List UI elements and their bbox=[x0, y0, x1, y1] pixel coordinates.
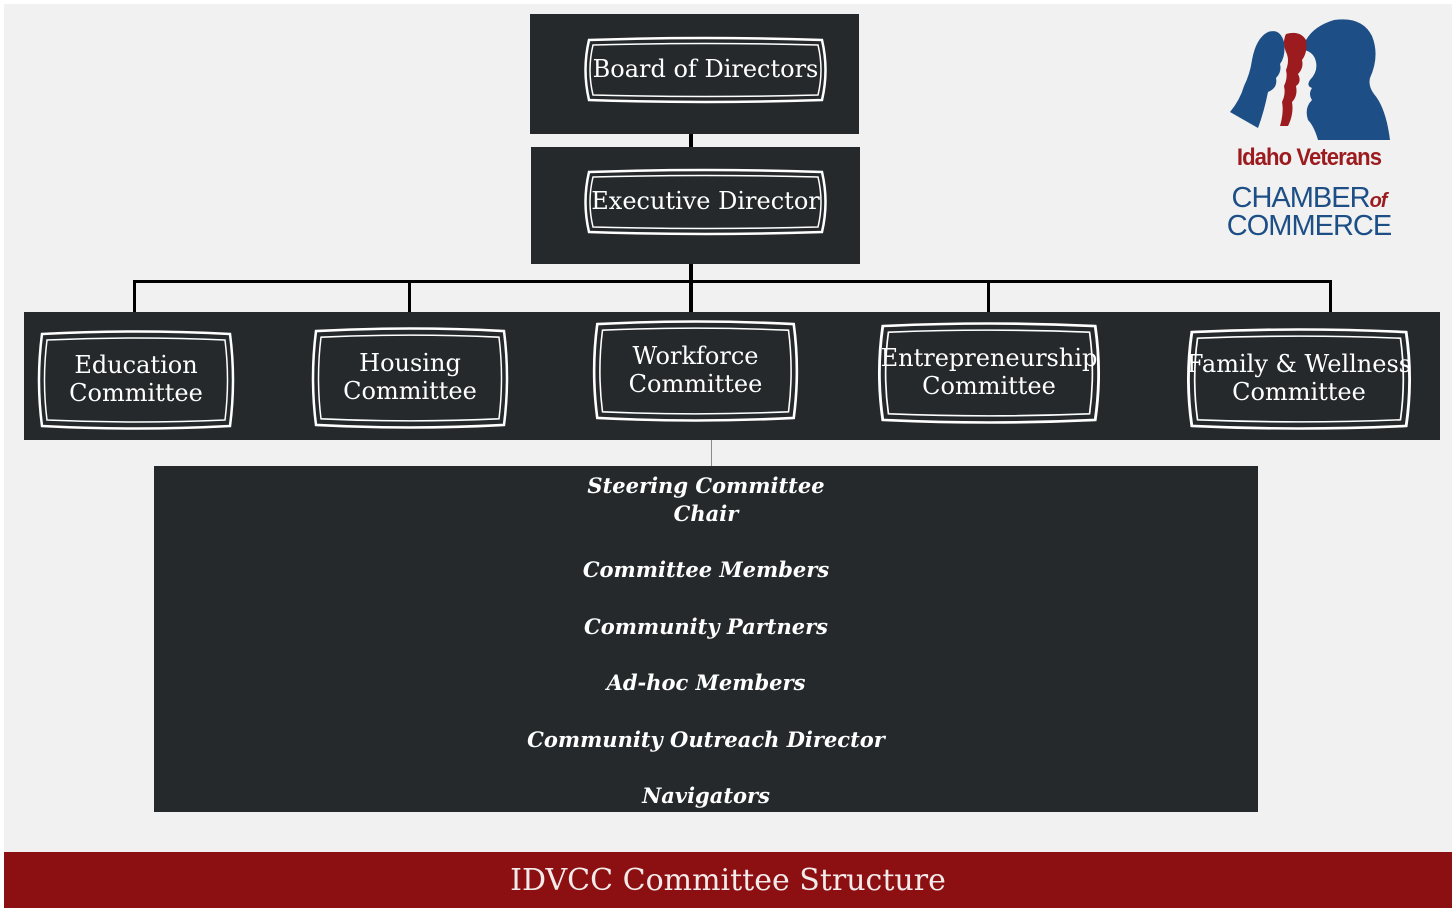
connector-committees-details bbox=[711, 440, 712, 466]
connector-drop-workforce bbox=[689, 280, 693, 312]
connector-board-exec bbox=[689, 134, 693, 147]
committee-name: Housing bbox=[359, 349, 461, 378]
logo-of: of bbox=[1369, 190, 1388, 212]
logo-chamber: CHAMBER bbox=[1231, 182, 1371, 214]
scroll-frame-icon bbox=[311, 327, 509, 429]
committee-name: Family & Wellness bbox=[1186, 350, 1412, 379]
scroll-frame-icon bbox=[592, 320, 799, 422]
board-label-frame: Board of Directors bbox=[581, 34, 830, 106]
scroll-frame-icon bbox=[877, 322, 1101, 424]
logo-line2: CHAMBERof bbox=[1222, 182, 1396, 215]
scroll-frame-icon bbox=[37, 330, 235, 430]
scroll-frame-icon bbox=[1186, 328, 1412, 430]
veteran-profiles-icon bbox=[1230, 19, 1390, 140]
community-partners-item: Community Partners bbox=[583, 614, 828, 639]
committee-suffix: Committee bbox=[1232, 378, 1366, 406]
adhoc-members-item: Ad-hoc Members bbox=[606, 670, 806, 695]
committee-suffix: Committee bbox=[628, 370, 763, 398]
footer-title-bar: IDVCC Committee Structure bbox=[4, 852, 1452, 908]
details-box bbox=[154, 466, 1258, 812]
committees-band bbox=[24, 312, 1440, 440]
committee-members-item: Committee Members bbox=[582, 557, 830, 582]
idvcc-logo: Idaho Veterans CHAMBERof COMMERCE bbox=[1222, 16, 1396, 246]
logo-line3: COMMERCE bbox=[1226, 210, 1392, 242]
navigators-item: Navigators bbox=[642, 783, 770, 808]
committee-suffix: Committee bbox=[69, 379, 203, 407]
details-list: Steering Committee Chair Committee Membe… bbox=[154, 466, 1258, 812]
connector-horizontal-bus bbox=[133, 280, 1332, 283]
outreach-director-item: Community Outreach Director bbox=[527, 727, 885, 752]
footer-title: IDVCC Committee Structure bbox=[510, 862, 946, 898]
executive-title: Executive Director bbox=[591, 187, 820, 216]
committee-name: Entrepreneurship bbox=[880, 344, 1098, 373]
connector-drop-family bbox=[1329, 280, 1332, 312]
committee-name: Workforce bbox=[632, 342, 759, 371]
logo-line1: Idaho Veterans bbox=[1236, 144, 1382, 171]
connector-drop-education bbox=[133, 280, 136, 312]
connector-drop-housing bbox=[408, 280, 411, 312]
board-title: Board of Directors bbox=[592, 55, 819, 84]
steering-chair-item: Steering Committee Chair bbox=[587, 472, 824, 528]
scroll-frame-icon bbox=[584, 36, 827, 104]
committee-suffix: Committee bbox=[343, 377, 477, 405]
committee-name: Education bbox=[74, 351, 198, 380]
connector-exec-bus bbox=[689, 264, 693, 282]
steering-line2: Chair bbox=[673, 501, 739, 526]
committee-suffix: Committee bbox=[922, 372, 1056, 400]
executive-label-frame: Executive Director bbox=[581, 166, 830, 238]
connector-drop-entrepreneurship bbox=[987, 280, 990, 312]
steering-line1: Steering Committee bbox=[587, 473, 825, 498]
scroll-frame-icon bbox=[584, 168, 827, 236]
